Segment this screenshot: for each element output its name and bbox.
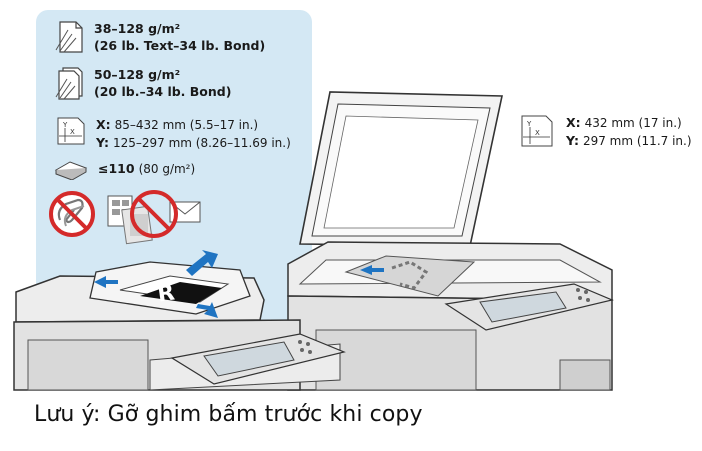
svg-text:X: X (535, 129, 540, 137)
doc-size-y-label: Y: (96, 135, 109, 150)
glass-arrow (360, 265, 384, 275)
no-paperclips-icon (49, 191, 95, 237)
glass-y-value: 297 mm (11.7 in.) (582, 134, 692, 148)
spec-paper-weight-1: 38–128 g/m² (26 lb. Text–34 lb. Bond) (54, 20, 265, 54)
spec-capacity: ≤110 (80 g/m²) (54, 158, 195, 180)
control-panel-left (170, 333, 346, 385)
platen-cover (299, 91, 503, 247)
no-mixed-documents-icon (107, 190, 201, 245)
doc-size-y-value: 125–297 mm (8.26–11.69 in.) (112, 136, 291, 150)
doc-size-x-value: 85–432 mm (5.5–17 in.) (114, 118, 259, 132)
control-panel-right (444, 283, 614, 331)
spec-paper-weight-2: 50–128 g/m² (20 lb.–34 lb. Bond) (54, 66, 231, 100)
x-y-dimension-icon: Y X (57, 117, 85, 145)
copier-illustration: R (13, 91, 614, 391)
x-y-dimension-icon: Y X (521, 115, 553, 147)
double-sided-paper-icon (55, 67, 83, 100)
svg-text:X: X (70, 128, 75, 136)
svg-text:Y: Y (62, 121, 68, 129)
svg-text:Y: Y (526, 120, 532, 128)
capacity-weight: (80 g/m²) (138, 162, 196, 176)
document-feeder: R (89, 261, 251, 315)
paper-weight-1-lb: (26 lb. Text–34 lb. Bond) (94, 38, 266, 53)
paper-stack-icon (54, 161, 88, 180)
feed-arrow-left (94, 276, 118, 288)
glass-x-value: 432 mm (17 in.) (584, 116, 682, 130)
feed-arrow-main (186, 250, 218, 276)
spec-doc-size: Y X X: 85–432 mm (5.5–17 in.) Y: 125–297… (54, 116, 291, 152)
single-sided-paper-icon (55, 21, 83, 53)
doc-size-x-label: X: (96, 117, 111, 132)
glass-y-label: Y: (566, 133, 579, 148)
svg-text:R: R (156, 280, 176, 307)
capacity-count: ≤110 (98, 161, 135, 176)
glass-spec: Y X X: 432 mm (17 in.) Y: 297 mm (11.7 i… (518, 114, 692, 150)
glass-x-label: X: (566, 115, 581, 130)
feed-arrow-right (196, 302, 218, 318)
paper-weight-2-lb: (20 lb.–34 lb. Bond) (94, 84, 232, 99)
paper-weight-2-range: 50–128 g/m² (94, 67, 181, 82)
note-caption: Lưu ý: Gỡ ghim bấm trước khi copy (34, 402, 423, 427)
paper-weight-1-range: 38–128 g/m² (94, 21, 181, 36)
document-on-glass (344, 255, 476, 297)
